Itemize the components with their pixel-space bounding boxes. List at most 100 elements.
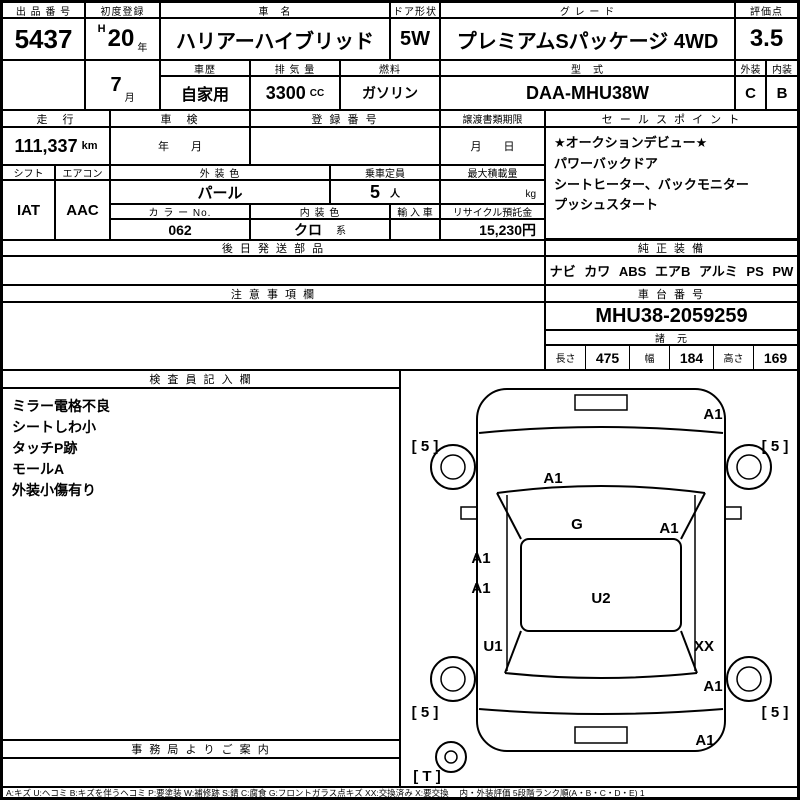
- aircon-value: AAC: [56, 181, 109, 239]
- color-no-label: カ ラ ー No.: [111, 205, 249, 218]
- right-mirror: [724, 506, 742, 520]
- max-load-value-cell: kg: [441, 181, 544, 203]
- inspection-value: 年 月: [111, 128, 249, 164]
- list-line: 外装小傷有り: [12, 482, 96, 498]
- caution-value: [3, 303, 544, 369]
- displacement-unit: CC: [309, 87, 325, 99]
- wheel-front-right-rim: [736, 454, 762, 480]
- capacity-value: 5: [369, 181, 380, 202]
- damage-code: A1: [703, 406, 722, 423]
- auction-no-value: 5437: [3, 19, 84, 59]
- interior-grade-value: B: [767, 77, 797, 109]
- damage-code: [ 5 ]: [762, 704, 789, 721]
- model-code-value: DAA-MHU38W: [441, 77, 734, 109]
- damage-code: A1: [471, 580, 490, 597]
- displacement-value-cell: 3300 CC: [251, 77, 339, 109]
- width-value: 184: [670, 346, 714, 369]
- dimensions-label: 諸 元: [546, 331, 797, 344]
- spare-tire-rim: [444, 750, 458, 764]
- later-parts-label: 後 日 発 送 部 品: [3, 241, 544, 255]
- front-license-plate: [574, 394, 628, 411]
- windshield-right-pillar: [680, 492, 706, 540]
- first-reg-month: 7: [110, 73, 122, 96]
- history-value: 自家用: [161, 77, 249, 109]
- damage-code: A1: [703, 678, 722, 695]
- capacity-unit: 人: [390, 188, 400, 200]
- damage-code: [ T ]: [413, 768, 441, 785]
- exterior-grade-label: 外装: [736, 61, 765, 75]
- chassis-no-value: MHU38-2059259: [546, 303, 797, 329]
- interior-color-value: クロ: [294, 221, 322, 238]
- interior-color-value-cell: クロ 系: [251, 220, 389, 239]
- wheel-rear-left: [430, 656, 476, 702]
- later-parts-value: [3, 257, 544, 284]
- mileage-value: 111,337: [14, 135, 78, 156]
- dimensions-row: 長さ 475 幅 184 高さ 169: [546, 346, 797, 369]
- list-line: シートヒーター、バックモニター: [554, 176, 749, 192]
- sales-points-lines: ★オークションデビュー★パワーバックドアシートヒーター、バックモニタープッシュス…: [546, 128, 797, 238]
- damage-code: G: [571, 516, 583, 533]
- rear-window-right-pillar: [680, 630, 698, 674]
- list-line: シートしわ小: [12, 419, 96, 435]
- damage-code: A1: [659, 520, 678, 537]
- score-value: 3.5: [736, 19, 797, 59]
- recycle-deposit-label: リサイクル預託金: [441, 205, 544, 218]
- length-label: 長さ: [546, 346, 586, 369]
- chassis-no-label: 車 台 番 号: [546, 286, 797, 301]
- damage-code: XX: [694, 638, 714, 655]
- list-line: ★オークションデビュー★: [554, 135, 708, 150]
- interior-grade-label: 内装: [767, 61, 797, 75]
- max-load-label: 最大積載量: [441, 166, 544, 179]
- first-reg-label: 初度登録: [86, 3, 159, 17]
- wheel-front-left: [430, 444, 476, 490]
- wheel-front-right: [726, 444, 772, 490]
- import-car-value: [391, 220, 439, 239]
- rear-bumper-line: [478, 708, 724, 715]
- legend-text: A:キズ U:ヘコミ B:キズを伴うヘコミ P:要塗装 W:補修跡 S:錆 C:…: [3, 788, 797, 797]
- shift-value: IAT: [3, 181, 54, 239]
- genuine-equipment-value: ナビ カワ ABS エアB アルミ PS PW: [546, 257, 797, 284]
- fuel-label: 燃料: [341, 61, 439, 75]
- height-value: 169: [763, 349, 788, 366]
- first-reg-month-unit: 月: [124, 93, 135, 104]
- exterior-color-label: 外 装 色: [111, 166, 329, 179]
- mileage-value-cell: 111,337 km: [3, 128, 109, 164]
- color-no-value: 062: [111, 220, 249, 239]
- registration-no-value: [251, 128, 439, 164]
- transfer-deadline-label: 譲渡書類期限: [441, 111, 544, 126]
- office-info-value: [3, 759, 399, 786]
- import-car-label: 輸 入 車: [391, 205, 439, 218]
- car-top-view: [430, 388, 772, 773]
- damage-code: [ 5 ]: [412, 704, 439, 721]
- displacement-label: 排 気 量: [251, 61, 339, 75]
- exterior-color-value: パール: [111, 181, 329, 203]
- max-load-unit: kg: [525, 189, 536, 200]
- score-label: 評価点: [736, 3, 797, 17]
- recycle-deposit-value: 15,230円: [441, 220, 544, 239]
- first-reg-year: 20: [107, 25, 135, 52]
- wheel-rear-left-rim: [440, 666, 466, 692]
- hood-line: [496, 485, 706, 494]
- history-label: 車歴: [161, 61, 249, 75]
- roof-panel: [520, 538, 682, 632]
- damage-code: [ 5 ]: [412, 438, 439, 455]
- list-line: モールA: [12, 461, 65, 477]
- height-label: 高さ: [714, 346, 754, 369]
- car-name-label: 車 名: [161, 3, 389, 17]
- sales-points-label: セ ー ル ス ポ イ ン ト: [546, 111, 797, 126]
- door-shape-label: ドア形状: [391, 3, 439, 17]
- front-bumper-line: [478, 426, 724, 434]
- damage-code: U1: [483, 638, 502, 655]
- shift-label: シフト: [3, 166, 54, 179]
- list-line: パワーバックドア: [554, 155, 658, 171]
- office-info-label: 事 務 局 よ り ご 案 内: [3, 741, 399, 757]
- wheel-rear-right-rim: [736, 666, 762, 692]
- model-code-label: 型 式: [441, 61, 734, 75]
- damage-code: A1: [543, 470, 562, 487]
- list-line: ミラー電格不良: [12, 398, 110, 414]
- transfer-deadline-value: 月 日: [441, 128, 544, 164]
- wheel-rear-right: [726, 656, 772, 702]
